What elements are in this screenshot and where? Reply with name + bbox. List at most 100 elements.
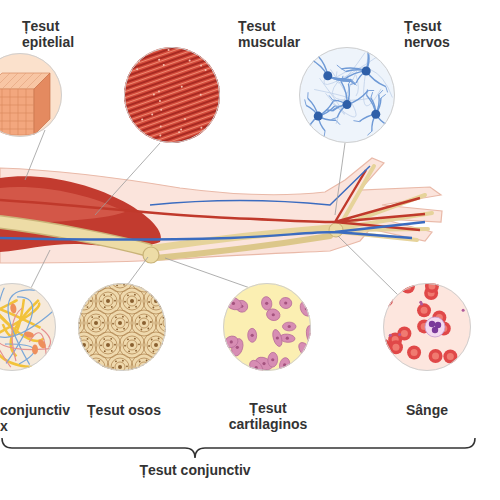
lacuna-dot <box>162 299 164 301</box>
chondrocyte-nucleus <box>272 313 275 316</box>
cell-border <box>0 113 34 114</box>
osteon-ring <box>155 266 181 292</box>
lacuna-dot <box>122 272 124 274</box>
fibroblast-cell <box>35 279 46 288</box>
osteon-ring <box>159 270 177 288</box>
lacuna-dot <box>91 316 93 318</box>
chondrocyte-lacuna <box>271 328 284 347</box>
lacuna-dot <box>87 338 89 340</box>
muscle-nucleus <box>153 140 155 142</box>
muscle-striation <box>124 0 220 17</box>
muscle-striation <box>124 145 220 179</box>
osteon-ring <box>171 292 189 310</box>
lacuna-dot <box>139 361 141 363</box>
osteon-ring <box>175 296 185 306</box>
osteon-ring <box>167 288 193 314</box>
circle-outline <box>384 284 471 371</box>
fibroblast-cell <box>10 303 17 314</box>
muscle-striation <box>124 181 220 215</box>
muscle-striation <box>124 127 220 161</box>
lacuna-dot <box>152 351 154 353</box>
muscle-nucleus <box>180 129 182 131</box>
lacuna-dot <box>98 316 100 318</box>
lacuna-dot <box>75 272 77 274</box>
lacuna-dot <box>87 294 89 296</box>
artery <box>0 170 425 230</box>
lacuna-dot <box>186 299 188 301</box>
red-blood-cell <box>379 293 393 307</box>
lacuna-dot <box>75 328 77 330</box>
muscle-striation <box>124 163 220 197</box>
lacuna-dot <box>126 321 128 323</box>
lacuna-dot <box>135 306 137 308</box>
lacuna-dot <box>76 344 78 346</box>
cube-front <box>0 89 34 135</box>
lacuna-dot <box>163 273 165 275</box>
red-blood-cell <box>429 349 443 363</box>
haversian-canal <box>118 365 122 369</box>
lacuna-dot <box>146 360 148 362</box>
connective-fiber <box>0 324 55 350</box>
dendrite <box>348 79 352 84</box>
lacuna-dot <box>78 278 80 280</box>
lacuna-dot <box>160 323 162 325</box>
lacuna-dot <box>148 301 150 303</box>
red-blood-cell <box>443 350 457 364</box>
lacuna-dot <box>136 279 138 281</box>
muscle-striation <box>124 133 220 167</box>
chondrocyte-nucleus <box>288 325 291 328</box>
muscle-striation <box>124 0 220 2</box>
muscle-striation <box>124 166 220 200</box>
haversian-canal <box>70 277 74 281</box>
dendrite <box>371 92 373 98</box>
haversian-canal <box>166 321 170 325</box>
haversian-canal <box>118 277 122 281</box>
circle-outline <box>0 54 62 137</box>
muscle-striation <box>124 154 220 188</box>
dendrite <box>379 90 383 94</box>
connective-fiber <box>12 308 22 361</box>
osteon-ring <box>155 354 181 380</box>
muscle-striation <box>124 7 220 41</box>
osteon-ring <box>123 336 141 354</box>
dendrite <box>381 94 386 98</box>
tissue-circle: Țesut osos <box>78 283 166 371</box>
lacuna-dot <box>98 272 100 274</box>
lacuna-dot <box>99 372 101 374</box>
circle-outline <box>300 48 395 143</box>
tissue-texture <box>59 266 193 380</box>
muscle-nucleus <box>168 49 170 51</box>
muscle-striation <box>124 172 220 206</box>
lacuna-dot <box>64 366 66 368</box>
osteon-ring <box>87 358 105 376</box>
leader-line <box>25 130 45 180</box>
leader-line <box>335 143 345 215</box>
red-blood-cell-center <box>382 297 389 304</box>
cell-border <box>18 73 34 89</box>
osteon-ring <box>111 270 129 288</box>
muscle-nucleus <box>213 58 215 60</box>
lacuna-dot <box>146 272 148 274</box>
chondrocyte-lacuna <box>296 277 310 292</box>
lacuna-dot <box>99 284 101 286</box>
muscle-nucleus <box>184 118 186 120</box>
dendrite <box>307 92 308 98</box>
lacuna-dot <box>90 344 92 346</box>
osteon-ring <box>147 336 165 354</box>
haversian-canal <box>178 299 182 303</box>
chondrocyte-nucleus <box>229 281 232 284</box>
osteon-ring <box>163 362 173 372</box>
muscle-striation <box>124 184 220 218</box>
lacuna-dot <box>174 365 176 367</box>
lacuna-dot <box>102 278 104 280</box>
lacuna-dot <box>115 316 117 318</box>
wrist-bones <box>329 223 343 237</box>
lacuna-dot <box>68 372 70 374</box>
lacuna-dot <box>68 284 70 286</box>
osteon-ring <box>107 354 133 380</box>
haversian-canal <box>106 299 110 303</box>
red-blood-cell <box>397 326 411 340</box>
muscle-striation <box>124 0 220 8</box>
circle-outline <box>79 284 166 371</box>
lacuna-dot <box>90 300 92 302</box>
